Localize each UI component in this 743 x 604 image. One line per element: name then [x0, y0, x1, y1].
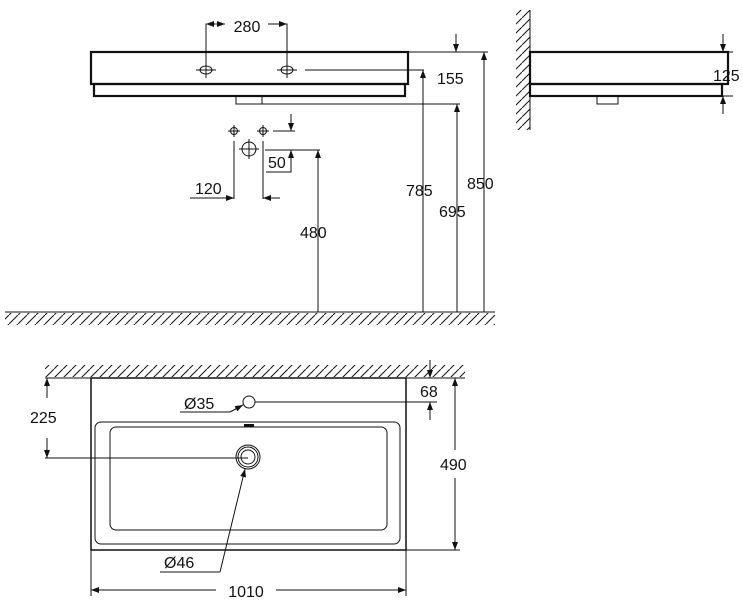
drain-side	[596, 95, 619, 105]
dim-label-225: 225	[30, 410, 57, 427]
basin-bowl-inner	[109, 426, 388, 531]
leader-diameter-35: Ø35	[180, 396, 244, 413]
dim-label-120: 120	[195, 181, 222, 198]
dim-label-785: 785	[406, 183, 433, 200]
connection-points	[228, 125, 269, 159]
dim-label-850: 850	[467, 176, 494, 193]
basin-side-base	[528, 82, 724, 98]
dim-label-490: 490	[440, 457, 467, 474]
tap-hole-right	[277, 62, 297, 78]
overflow-slot	[244, 424, 254, 427]
drain-top	[235, 444, 261, 470]
top-view: 225 68 490 1010 Ø35 Ø4	[30, 360, 467, 601]
tap-hole-top	[242, 395, 256, 409]
dimension-490: 490	[406, 378, 467, 551]
dimension-850: 850	[467, 52, 494, 312]
basin-side-body	[528, 50, 730, 86]
wall-hatch	[516, 10, 530, 130]
dim-label-480: 480	[300, 225, 327, 242]
dim-label-1010: 1010	[228, 584, 264, 601]
basin-front-base	[92, 82, 407, 98]
wall-hatch-top	[45, 365, 465, 377]
dim-label-280: 280	[234, 19, 261, 36]
front-view: 280 155 785 695 850	[5, 19, 495, 325]
floor	[5, 311, 495, 325]
dim-label-diameter-46: Ø46	[164, 555, 194, 572]
drain-front	[235, 95, 263, 105]
dim-label-155: 155	[437, 71, 464, 88]
dim-label-68: 68	[420, 384, 438, 401]
dimension-480: 480	[300, 150, 327, 312]
dimension-50: 50	[265, 114, 320, 173]
tap-hole-left	[196, 62, 216, 78]
basin-top-outline	[90, 377, 407, 551]
dimension-1010: 1010	[90, 550, 407, 601]
side-view: 125	[516, 10, 740, 130]
basin-bowl-outer	[94, 421, 401, 545]
dimension-68: 68	[255, 360, 438, 420]
dimension-225: 225	[30, 378, 248, 459]
dimension-155: 155	[305, 34, 488, 88]
dimension-280: 280	[205, 19, 288, 62]
basin-front-body	[89, 50, 410, 86]
leader-diameter-46: Ø46	[160, 468, 247, 573]
dimension-125: 125	[713, 34, 740, 114]
dim-label-125: 125	[713, 68, 740, 85]
dim-label-695: 695	[439, 204, 466, 221]
dimension-785: 785	[406, 70, 433, 312]
dim-label-50: 50	[268, 155, 286, 172]
dim-label-diameter-35: Ø35	[184, 396, 214, 413]
dimension-120: 120	[190, 141, 280, 201]
dimension-695: 695	[262, 103, 466, 312]
